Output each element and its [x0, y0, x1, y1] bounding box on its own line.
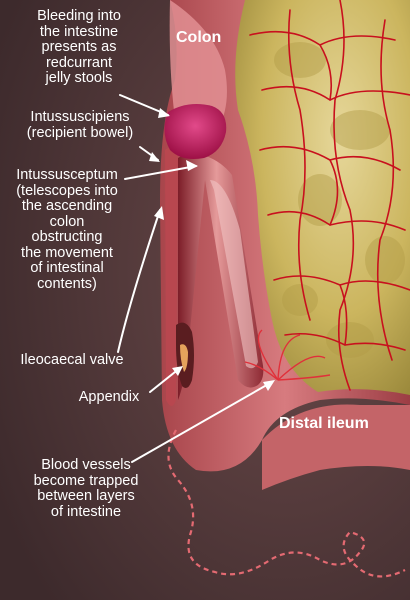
- vessel-network: [249, 0, 410, 391]
- leader-intussusceptum: [124, 165, 197, 180]
- leader-arrowheads: [149, 108, 275, 391]
- label-distal-ileum: Distal ileum: [279, 415, 369, 432]
- label-appendix: Appendix: [78, 389, 140, 405]
- mesentery-dotted-line: [167, 429, 406, 578]
- colon-lumen: [235, 0, 410, 395]
- label-colon: Colon: [176, 29, 222, 46]
- redcurrant-jelly-stool: [164, 104, 227, 159]
- label-intussusceptum: Intussusceptum (telescopes into the asce…: [16, 167, 118, 292]
- leader-ileocaecal: [117, 209, 161, 353]
- intussusceptum-lumen: [210, 180, 258, 369]
- appendix-opening: [180, 344, 188, 372]
- trapped-vessels: [244, 329, 331, 381]
- leader-blood-vessels: [131, 381, 273, 463]
- mucosa-texture: [274, 42, 405, 358]
- distal-ileum-tube: [262, 404, 410, 490]
- label-intussuscipiens: Intussuscipiens (recipient bowel): [26, 109, 134, 141]
- label-ileocaecal-valve: Ileocaecal valve: [20, 352, 124, 368]
- intussuscipiens-wall: [165, 147, 178, 406]
- label-blood-vessels: Blood vessels become trapped between lay…: [33, 457, 139, 520]
- label-bleeding: Bleeding into the intestine presents as …: [37, 8, 121, 86]
